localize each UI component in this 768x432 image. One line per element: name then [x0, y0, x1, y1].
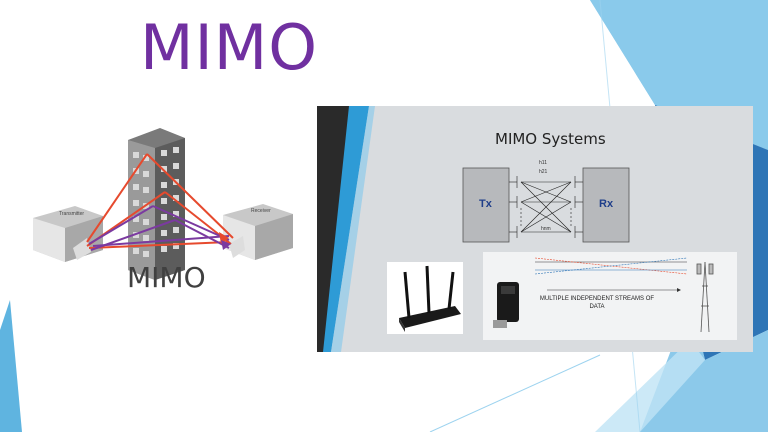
mimo-systems-image: h11 h21 hnm [317, 106, 753, 352]
cell-tower [696, 261, 714, 333]
tx-box [462, 167, 510, 243]
building [128, 128, 185, 280]
tx-label: Tx [479, 198, 492, 210]
transmitter-box: Transmitter [33, 206, 103, 262]
streams-caption: MULTIPLE INDEPENDENT STREAMS OF DATA [539, 296, 655, 310]
channel-label-h11: h11 [539, 160, 547, 166]
slide-title: MIMO [140, 11, 319, 84]
data-streams-panel [483, 252, 737, 340]
tx-rx-diagram: h11 h21 hnm [462, 160, 630, 243]
rx-label: Rx [599, 198, 614, 210]
accent-shape-bottom [595, 340, 705, 432]
accent-line-bottom [429, 354, 601, 432]
mimo-systems-graphic: h11 h21 hnm [317, 106, 737, 352]
receiver-box: Receiver [223, 204, 293, 260]
channel-label-hnm: hnm [541, 226, 551, 232]
accent-shape-right-mid-light [640, 300, 768, 432]
transmitter-label: Transmitter [59, 211, 84, 217]
receiver-label: Receiver [251, 208, 271, 214]
rx-box [582, 167, 630, 243]
signal-arrows [86, 153, 234, 251]
photo-accent-blue [323, 106, 369, 352]
accent-shape-left-edge [0, 300, 22, 432]
channel-label-h21: h21 [539, 169, 548, 175]
mimo-systems-title: MIMO Systems [495, 130, 606, 148]
mimo-building-diagram: Transmitter Receiver [33, 128, 293, 280]
router-photo [387, 262, 463, 334]
photo-accent-blue-light [331, 106, 375, 352]
usb-modem [493, 282, 519, 328]
mimo-diagram-label: MIMO [127, 261, 206, 294]
